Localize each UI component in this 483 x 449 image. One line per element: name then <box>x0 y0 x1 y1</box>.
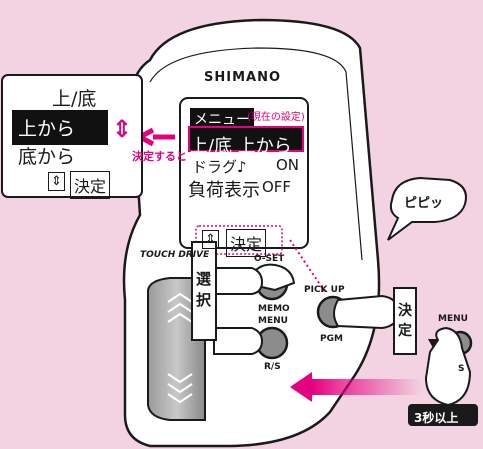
grip-chevrons-down <box>167 373 193 404</box>
memo-label: MEMO <box>258 304 290 314</box>
updown-arrow-icon: ⇕ <box>112 115 133 143</box>
dotted-connector <box>289 239 326 293</box>
grip-chevrons-up <box>167 292 193 323</box>
popup-option-top[interactable]: 上から <box>12 110 108 145</box>
side-menu-label: MENU <box>438 314 468 324</box>
pgm-label: PGM <box>320 334 343 344</box>
popup-ok-key[interactable]: 決定 <box>70 171 111 199</box>
hand-menu <box>213 327 264 355</box>
screen-selected-item[interactable]: 上/底 上から <box>188 126 304 157</box>
beep-callout: ピピッ <box>404 196 444 211</box>
rs-label: R/S <box>264 362 281 372</box>
brand-logo: SHIMANO <box>204 70 282 85</box>
popup-title: 上/底 <box>52 88 97 110</box>
screen-row-drag-value: ON <box>276 156 300 174</box>
screen-row-load: 負荷表示 <box>188 180 260 201</box>
screen-row-load-value: OFF <box>262 178 292 196</box>
screen-menu-label: メニュー <box>190 108 254 130</box>
beep-bubble <box>387 176 467 241</box>
popup-updown-icon: ⇕ <box>48 172 65 191</box>
oset-label: O-SET <box>254 254 285 264</box>
side-menu-triangle-icon <box>428 339 438 348</box>
decide-tag <box>393 287 417 355</box>
select-callout: 選択 <box>196 270 212 309</box>
decide-callout: 決定 <box>398 303 412 339</box>
screen-updown-icon: ⇕ <box>202 230 219 249</box>
model-logo: TOUCH DRIVE <box>140 250 210 260</box>
hold-arrow-head <box>290 372 312 402</box>
arrow-note: 決定すると <box>132 150 187 163</box>
device-inner-edge <box>149 47 363 261</box>
menu-label: MENU <box>258 316 288 326</box>
hand-oset <box>213 263 296 295</box>
hold-tag <box>408 404 478 426</box>
pickup-label: PICK UP <box>304 285 345 295</box>
screen-row-drag: ドラグ♪ <box>192 158 247 176</box>
side-s-label: S <box>458 364 465 374</box>
current-setting-note: (現在の設定) <box>247 112 305 123</box>
hold-arrow-shaft <box>312 379 422 395</box>
hold-callout: 3秒以上 <box>414 411 459 425</box>
popup-option-bottom[interactable]: 底から <box>18 146 76 168</box>
hand-side-menu <box>424 326 472 407</box>
select-tag <box>191 241 217 341</box>
ok-key-dotted-frame <box>195 225 283 255</box>
screen-ok-key[interactable]: 決定 <box>226 229 267 257</box>
